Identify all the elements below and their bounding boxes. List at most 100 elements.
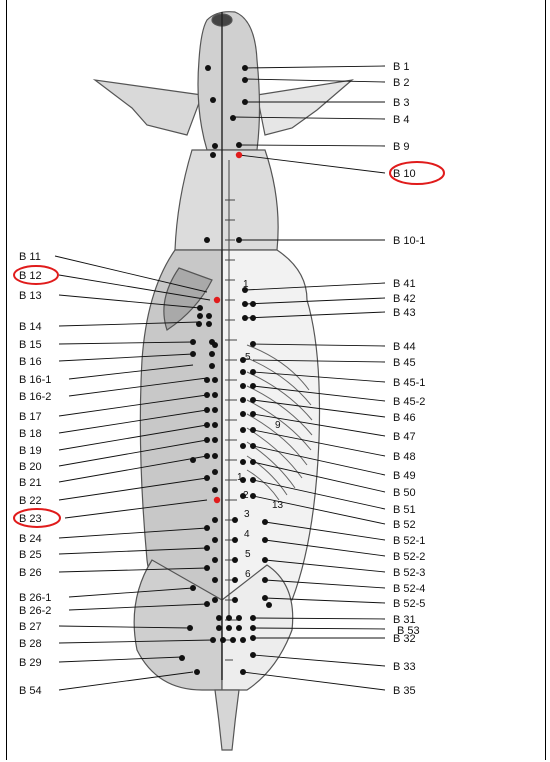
acupoint-label-b20: B 20	[19, 461, 42, 473]
acupoint-dot	[250, 383, 256, 389]
acupoint-dot	[204, 525, 210, 531]
acupoint-dot	[250, 411, 256, 417]
acupoint-dot	[232, 557, 238, 563]
acupoint-label-b26-2: B 26-2	[19, 605, 51, 617]
acupoint-dot	[250, 315, 256, 321]
acupoint-dot	[250, 652, 256, 658]
acupoint-label-b1: B 1	[393, 61, 410, 73]
vertebra-number: 5	[245, 352, 251, 363]
vertebra-number: 6	[245, 569, 251, 580]
acupoint-label-b29: B 29	[19, 657, 42, 669]
acupoint-label-b52-4: B 52-4	[393, 583, 425, 595]
acupoint-dot	[240, 383, 246, 389]
acupoint-label-b24: B 24	[19, 533, 42, 545]
acupoint-label-b46: B 46	[393, 412, 416, 424]
acupoint-dot	[212, 597, 218, 603]
acupoint-dot	[187, 625, 193, 631]
acupoint-dot	[242, 99, 248, 105]
acupoint-dot	[210, 637, 216, 643]
acupoint-label-b16: B 16	[19, 356, 42, 368]
acupoint-dot	[197, 313, 203, 319]
acupoint-dot	[212, 437, 218, 443]
acupoint-dot	[204, 453, 210, 459]
acupoint-dot	[240, 397, 246, 403]
figure-frame: 1 5 9 13 1 2 3 4 5 6 B 11 B 12 B 13 B 14…	[6, 0, 546, 760]
acupoint-label-b52: B 52	[393, 519, 416, 531]
acupoint-label-b21: B 21	[19, 477, 42, 489]
acupoint-dot	[242, 65, 248, 71]
acupoint-dot	[240, 427, 246, 433]
highlighted-acupoint-b23	[214, 497, 220, 503]
acupoint-label-b4: B 4	[393, 114, 410, 126]
acupoint-label-b35: B 35	[393, 685, 416, 697]
acupoint-label-b28: B 28	[19, 638, 42, 650]
acupoint-label-b17: B 17	[19, 411, 42, 423]
acupoint-dot	[216, 625, 222, 631]
acupoint-dot	[250, 427, 256, 433]
acupoint-dot	[242, 315, 248, 321]
acupoint-dot	[190, 351, 196, 357]
acupoint-dot	[250, 625, 256, 631]
acupoint-dot	[212, 453, 218, 459]
acupoint-dot	[262, 577, 268, 583]
acupoint-label-b51: B 51	[393, 504, 416, 516]
highlighted-acupoint-b10	[236, 152, 242, 158]
tail-shape	[215, 690, 239, 750]
dog-acupoint-diagram: 1 5 9 13 1 2 3 4 5 6 B 11 B 12 B 13 B 14…	[7, 0, 545, 760]
acupoint-dot	[204, 545, 210, 551]
acupoint-dot	[204, 392, 210, 398]
acupoint-dot	[262, 519, 268, 525]
acupoint-dot	[204, 377, 210, 383]
acupoint-label-b45: B 45	[393, 357, 416, 369]
vertebra-number: 9	[275, 420, 281, 431]
acupoint-label-b10: B 10	[393, 168, 416, 180]
acupoint-dot	[240, 369, 246, 375]
acupoint-label-b12: B 12	[19, 270, 42, 282]
acupoint-dot	[204, 437, 210, 443]
acupoint-dot	[232, 517, 238, 523]
acupoint-label-b50: B 50	[393, 487, 416, 499]
acupoint-dot	[240, 411, 246, 417]
acupoint-label-b10-1: B 10-1	[393, 235, 425, 247]
acupoint-dot	[190, 339, 196, 345]
acupoint-dot	[196, 321, 202, 327]
acupoint-label-b18: B 18	[19, 428, 42, 440]
acupoint-dot	[250, 341, 256, 347]
acupoint-label-b3: B 3	[393, 97, 410, 109]
acupoint-dot	[226, 625, 232, 631]
acupoint-label-b54: B 54	[19, 685, 42, 697]
acupoint-label-b9: B 9	[393, 141, 410, 153]
acupoint-dot	[250, 369, 256, 375]
acupoint-label-b26-1: B 26-1	[19, 592, 51, 604]
acupoint-label-b19: B 19	[19, 445, 42, 457]
acupoint-dot	[212, 422, 218, 428]
acupoint-dot	[206, 313, 212, 319]
acupoint-dot	[250, 635, 256, 641]
acupoint-label-b52-1: B 52-1	[393, 535, 425, 547]
acupoint-label-b47: B 47	[393, 431, 416, 443]
acupoint-label-b15: B 15	[19, 339, 42, 351]
acupoint-dot	[210, 97, 216, 103]
acupoint-dot	[240, 357, 246, 363]
acupoint-label-b14: B 14	[19, 321, 42, 333]
acupoint-label-b48: B 48	[393, 451, 416, 463]
vertebra-number: 4	[244, 529, 250, 540]
acupoint-label-b2: B 2	[393, 77, 410, 89]
acupoint-label-b22: B 22	[19, 495, 42, 507]
acupoint-dot	[262, 557, 268, 563]
acupoint-label-b23: B 23	[19, 513, 42, 525]
highlighted-acupoint-b12	[214, 297, 220, 303]
acupoint-dot	[212, 392, 218, 398]
acupoint-dot	[250, 477, 256, 483]
right-torso-skeleton	[222, 250, 320, 610]
acupoint-dot	[212, 537, 218, 543]
acupoint-label-b52-5: B 52-5	[393, 598, 425, 610]
acupoint-label-b16-2: B 16-2	[19, 391, 51, 403]
acupoint-dot	[204, 237, 210, 243]
acupoint-dot	[204, 407, 210, 413]
acupoint-dot	[226, 615, 232, 621]
acupoint-dot	[240, 459, 246, 465]
acupoint-label-b41: B 41	[393, 278, 416, 290]
acupoint-dot	[236, 142, 242, 148]
acupoint-dot	[250, 397, 256, 403]
